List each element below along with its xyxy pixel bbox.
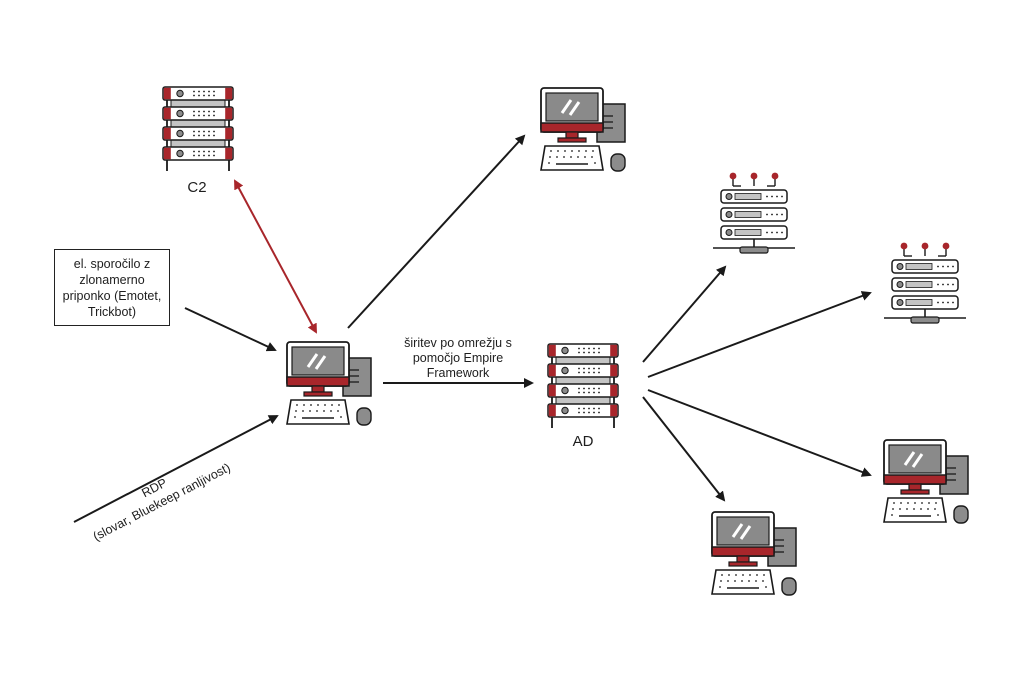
lateral-movement-label: širitev po omrežju s pomočjo Empire Fram… xyxy=(404,336,512,380)
right-workstation-icon xyxy=(882,438,970,525)
email-attachment-note: el. sporočilo z zlonamerno priponko (Emo… xyxy=(54,249,170,326)
network-server-icon-1 xyxy=(713,173,795,253)
top-workstation-icon xyxy=(539,86,627,173)
edge-email-to-victim xyxy=(184,307,277,352)
victim-workstation-icon xyxy=(285,340,373,427)
edge-ad-to-workstation-bottom xyxy=(642,396,726,502)
bottom-workstation-icon xyxy=(710,510,798,597)
edge-ad-to-workstation-right xyxy=(647,389,872,477)
network-server-icon-2 xyxy=(884,243,966,323)
edge-ad-to-server-2 xyxy=(647,291,872,378)
email-attachment-note-text: el. sporočilo z zlonamerno priponko (Emo… xyxy=(62,256,162,319)
edge-ad-to-server-1 xyxy=(642,265,727,363)
c2-label: C2 xyxy=(187,179,206,196)
edge-rdp-to-victim xyxy=(73,415,279,523)
c2-server-rack-icon xyxy=(163,87,233,171)
ad-server-rack-icon xyxy=(548,344,618,428)
edge-c2-victim xyxy=(234,179,317,334)
ad-label: AD xyxy=(573,433,594,450)
edge-victim-to-top-workstation xyxy=(347,134,526,329)
